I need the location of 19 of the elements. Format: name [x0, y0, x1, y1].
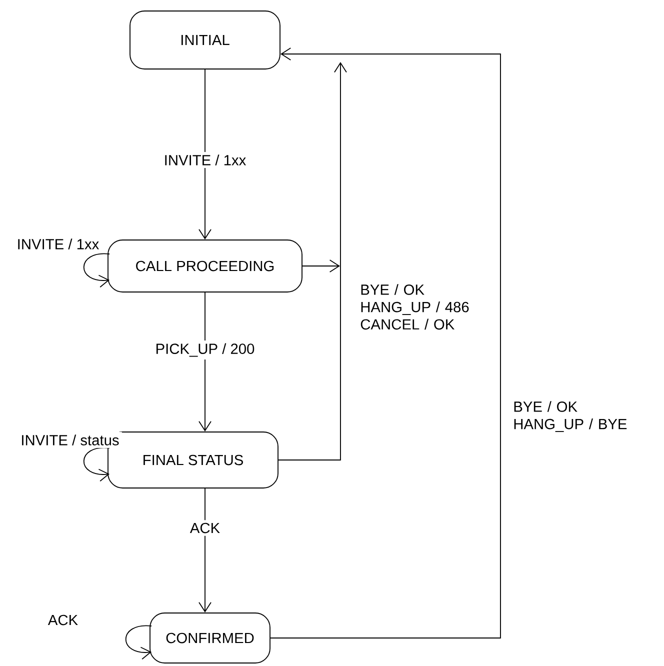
edge-label: INVITE / 1xx	[14, 236, 102, 252]
self-loop-arrow	[83, 253, 110, 288]
self-loop-arrow	[83, 447, 110, 482]
state-box: INITIAL	[130, 10, 280, 70]
arrow	[198, 488, 212, 613]
edge-label: INVITE / status	[18, 432, 122, 448]
edge-label: BYE / OK HANG_UP / BYE	[510, 398, 638, 435]
edge-label: ACK	[45, 612, 81, 628]
edge-label: INVITE / 1xx	[161, 152, 249, 168]
edge-label: BYE / OK HANG_UP / 486 CANCEL / OK	[357, 281, 486, 332]
state-box: CONFIRMED	[150, 612, 270, 664]
state-box: CALL PROCEEDING	[108, 240, 302, 292]
edge-label: ACK	[187, 520, 223, 536]
arrow	[278, 62, 347, 460]
edge-label: PICK_UP / 200	[152, 340, 258, 360]
arrow	[302, 260, 340, 272]
self-loop-arrow	[125, 625, 152, 660]
arrow	[270, 48, 501, 638]
arrow	[198, 69, 212, 240]
